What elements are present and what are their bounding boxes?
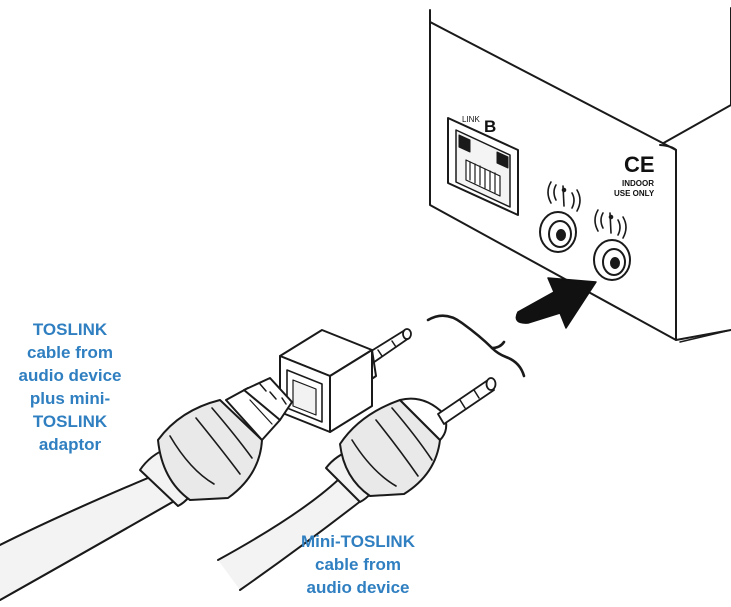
- callout-line: cable from: [27, 343, 113, 362]
- use-only-label: USE ONLY: [614, 189, 655, 198]
- audio-wave-icon: [594, 209, 627, 239]
- callout-line: audio device: [306, 578, 410, 597]
- audio-wave-icon: [547, 181, 581, 212]
- mini-toslink-adaptor: [279, 328, 412, 433]
- port-label-small: LINK: [462, 115, 480, 124]
- callout-line: audio device: [18, 366, 122, 385]
- toslink-adaptor-callout: TOSLINK cable from audio device plus min…: [2, 318, 138, 456]
- indoor-label: INDOOR: [622, 179, 654, 188]
- callout-line: Mini-TOSLINK: [301, 532, 415, 551]
- brace-icon: [426, 314, 526, 378]
- ce-mark: CE: [624, 152, 655, 177]
- callout-line: plus mini-: [29, 389, 111, 408]
- callout-line: TOSLINK: [32, 320, 108, 339]
- port-label-letter: B: [484, 117, 496, 136]
- audio-jack-1: [539, 211, 577, 253]
- mini-toslink-callout: Mini-TOSLINK cable from audio device: [278, 530, 438, 599]
- device-enclosure: [429, 7, 731, 343]
- toslink-cable: [0, 377, 293, 601]
- callout-line: adaptor: [38, 435, 102, 454]
- callout-line: cable from: [315, 555, 401, 574]
- callout-line: TOSLINK: [32, 412, 108, 431]
- rj45-port-icon: [447, 117, 519, 216]
- audio-jack-2: [593, 239, 631, 281]
- mini-toslink-cable: [217, 377, 497, 591]
- arrow-icon: [515, 277, 597, 329]
